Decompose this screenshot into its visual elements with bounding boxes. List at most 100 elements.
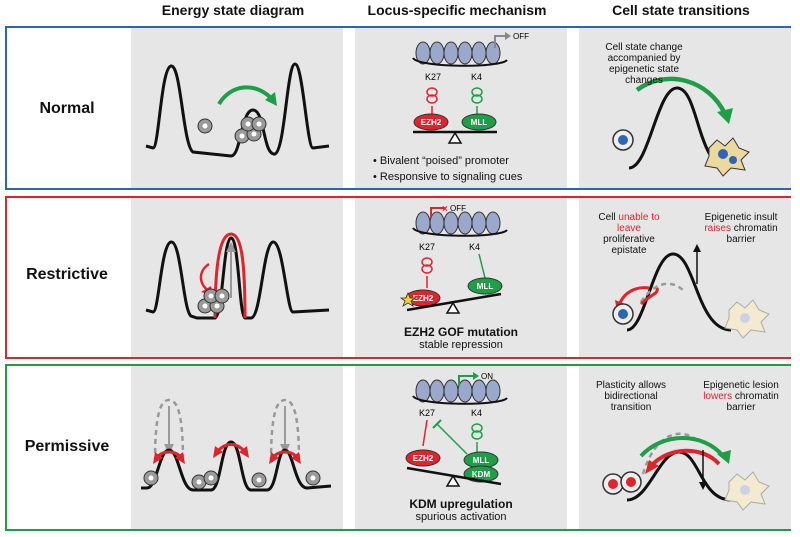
ezh2-label: EZH2: [413, 454, 434, 463]
cell-transition-permissive: [602, 432, 770, 511]
kdm-label: KDM: [472, 470, 491, 479]
on-label: ON: [481, 372, 493, 381]
original-barrier-dashed-2: [269, 398, 301, 463]
note-permissive-right: Epigenetic lesion lowers chromatin barri…: [703, 380, 779, 413]
header-cell-state-transitions: Cell state transitions: [612, 2, 750, 18]
row-restrictive: Restrictive: [5, 196, 791, 359]
promoter-arrow-on: [458, 375, 475, 386]
row-normal: Normal: [5, 26, 791, 190]
k27-label: K27: [419, 408, 435, 418]
header-locus-specific-mechanism: Locus-specific mechanism: [367, 2, 547, 18]
balance-beam-tilted: [406, 466, 502, 486]
differentiated-cell-faded: [724, 299, 770, 339]
off-label: OFF: [513, 32, 529, 41]
caption-restrictive: EZH2 GOF mutation stable repression: [355, 326, 567, 352]
mll-label: MLL: [471, 118, 488, 127]
mll-label: MLL: [473, 456, 490, 465]
energy-panel-restrictive: [131, 198, 343, 357]
bullet-item: • Responsive to signaling cues: [373, 171, 523, 183]
energy-landscape-permissive: [141, 398, 332, 492]
caption-title: EZH2 GOF mutation: [404, 325, 518, 339]
mutation-star-icon: [399, 291, 417, 307]
locus-diagram-normal: OFF K27 K4 EZH2 MLL: [412, 32, 529, 144]
k4-mark-green: [471, 423, 483, 440]
balance-fulcrum: [445, 474, 461, 487]
transition-arrowhead-green: [265, 92, 277, 106]
block-x-icon: ×: [442, 204, 448, 215]
mll-oval: [461, 113, 497, 131]
row-permissive: Permissive: [5, 364, 791, 531]
note-restrictive-right: Epigenetic insult raises chromatin barri…: [704, 212, 778, 245]
header-energy-state-diagram: Energy state diagram: [161, 2, 305, 18]
k4-label: K4: [471, 408, 482, 418]
energy-panel-normal: [131, 28, 343, 188]
row-label-permissive: Permissive: [24, 438, 110, 455]
transition-arrow-red-return: [649, 448, 721, 468]
caption-subtitle: spurious activation: [415, 511, 507, 523]
caption-permissive: KDM upregulation spurious activation: [355, 498, 567, 524]
balance-beam-tilted: [406, 292, 502, 312]
energy-landscape-normal: [145, 62, 330, 158]
cell-circle-single: [197, 118, 213, 134]
stem-cell: [612, 129, 634, 151]
bullet-list-normal: • Bivalent “poised” promoter • Responsiv…: [373, 153, 522, 185]
ezh2-label: EZH2: [421, 118, 442, 127]
balance-fulcrum: [447, 131, 463, 144]
row-label-normal: Normal: [39, 100, 95, 117]
energy-panel-permissive: [131, 366, 343, 529]
k27-label: K27: [419, 242, 435, 252]
cell-cluster: [197, 288, 230, 314]
original-barrier-dashed-1: [153, 398, 185, 463]
kdm-inhibition-line: [436, 423, 468, 455]
transition-arrow-green: [217, 85, 273, 106]
k4-label: K4: [469, 242, 480, 252]
k27-mark-red: [421, 257, 433, 274]
k4-label: K4: [471, 72, 482, 82]
ezh2-oval: [413, 113, 449, 131]
differentiated-cell-faded: [724, 471, 770, 511]
balance-fulcrum: [445, 301, 461, 314]
note-normal: Cell state change accompanied by epigene…: [605, 42, 683, 86]
locus-panel-restrictive: × OFF K27 K4 EZH2 MLL EZH2 GOF mutation …: [355, 198, 567, 357]
differentiated-cell: [704, 137, 750, 177]
locus-panel-normal: OFF K27 K4 EZH2 MLL • Bivalent “poised” …: [355, 28, 567, 188]
note-restrictive-left: Cell unable to leave proliferative epist…: [598, 212, 660, 256]
energy-curve-permissive: [141, 440, 332, 492]
cell-circles: [143, 470, 321, 490]
cell-transition-restrictive: [612, 244, 770, 339]
caption-subtitle: stable repression: [419, 339, 503, 351]
cell-panel-normal: Cell state change accompanied by epigene…: [579, 28, 791, 188]
energy-landscape-restrictive: [145, 232, 330, 320]
ezh2-oval: [405, 449, 441, 467]
k4-mark-green: [471, 87, 483, 104]
cell-panel-restrictive: Cell unable to leave proliferative epist…: [579, 198, 791, 357]
ezh2-label: EZH2: [413, 294, 434, 303]
transition-arrow-green: [635, 76, 728, 116]
mll-oval: [467, 277, 503, 295]
blocked-arrow-red: [639, 287, 659, 306]
stem-cell-pair: [602, 471, 642, 495]
off-label: OFF: [450, 204, 466, 213]
promoter-arrow-blocked: [430, 207, 445, 218]
row-label-restrictive: Restrictive: [26, 266, 108, 283]
cell-cluster: [234, 116, 267, 144]
k27-mark-red: [426, 87, 438, 104]
promoter-arrow-off: [494, 35, 507, 48]
stem-cell: [612, 303, 634, 325]
locus-diagram-restrictive: × OFF K27 K4 EZH2 MLL: [399, 204, 508, 314]
nucleosome-array: [415, 379, 501, 403]
locus-panel-permissive: ON K27 K4 EZH2 MLL KDM KDM upregulation …: [355, 366, 567, 529]
raised-barrier-red: [213, 232, 247, 319]
caption-title: KDM upregulation: [409, 497, 513, 511]
energy-curve-restrictive: [145, 236, 330, 320]
note-permissive-left: Plasticity allows bidirectional transiti…: [595, 380, 667, 413]
locus-diagram-permissive: ON K27 K4 EZH2 MLL KDM: [405, 372, 508, 487]
cell-panel-permissive: Plasticity allows bidirectional transiti…: [579, 366, 791, 529]
mll-label: MLL: [477, 282, 494, 291]
k27-label: K27: [425, 72, 441, 82]
nucleosome-array: [415, 41, 501, 65]
cell-transition-normal: [612, 76, 750, 177]
original-barrier-dashed: [641, 432, 698, 475]
energy-curve-normal: [145, 62, 330, 158]
barrier-curve-normal: [628, 86, 730, 170]
